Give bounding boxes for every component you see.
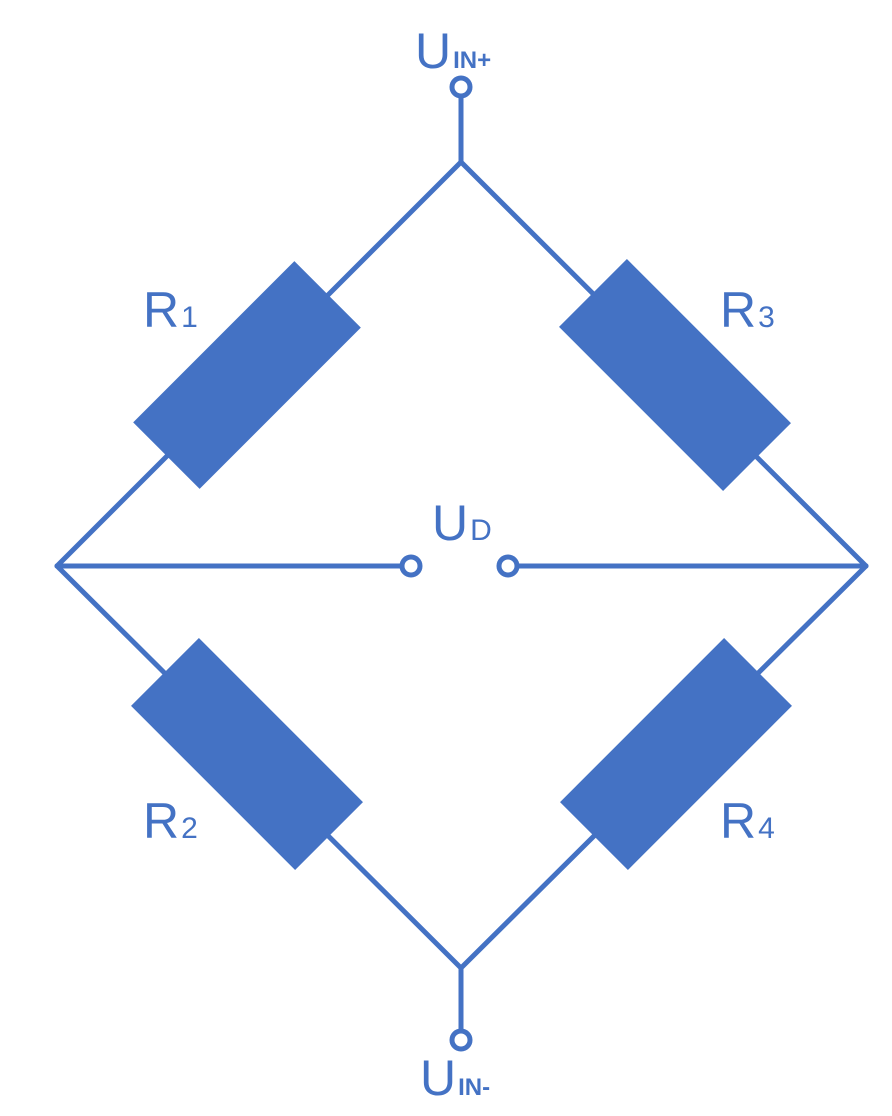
resistor-r1 — [133, 261, 361, 489]
label-r2: R2 — [143, 793, 198, 849]
terminal-ud-left — [399, 554, 423, 578]
terminal-uin-minus — [449, 1028, 473, 1052]
resistor-r3 — [559, 259, 791, 491]
label-uin-plus: UIN+ — [415, 23, 491, 79]
label-r4: R4 — [720, 793, 775, 849]
terminal-uin-plus — [449, 75, 473, 99]
label-uin-minus: UIN- — [420, 1050, 490, 1106]
label-r1: R1 — [143, 282, 198, 338]
label-r3: R3 — [720, 282, 775, 338]
resistor-r4 — [560, 638, 792, 870]
label-ud: UD — [432, 495, 492, 551]
resistor-r2 — [131, 638, 363, 870]
terminal-ud-right — [496, 554, 520, 578]
